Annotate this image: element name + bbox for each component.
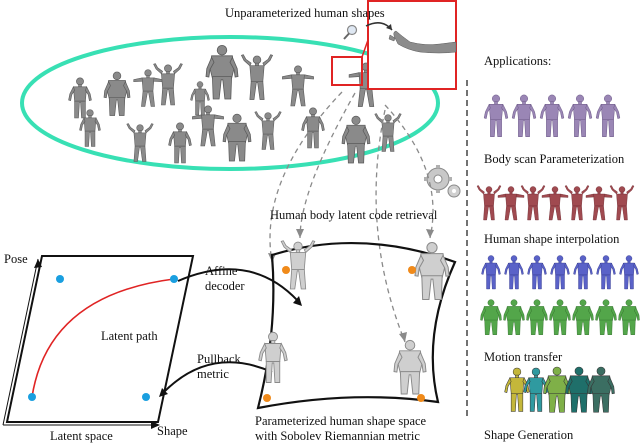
zoomed-arm-detail bbox=[388, 30, 457, 54]
scan-parameterization-bodies bbox=[483, 94, 621, 138]
application-label-generation: Shape Generation bbox=[484, 428, 574, 442]
affine-decoder-label: Affine decoder bbox=[205, 264, 245, 293]
shape-collection-ellipse bbox=[20, 35, 440, 171]
shape-point-markers bbox=[263, 266, 425, 402]
pullback-metric-label: Pullback metric bbox=[197, 352, 241, 381]
gear-icon bbox=[424, 165, 461, 198]
application-label-scan: Body scan Parameterization bbox=[484, 152, 625, 166]
parameterized-space-label: Parameterized human shape space with Sob… bbox=[255, 414, 427, 443]
retrieval-label: Human body latent code retrieval bbox=[270, 208, 438, 222]
affine-decoder-arrow bbox=[177, 268, 299, 302]
shape-interpolation-bodies bbox=[476, 185, 635, 221]
motion-transfer-bodies-top bbox=[481, 255, 639, 290]
shape-axis-label: Shape bbox=[157, 424, 188, 438]
latent-space-parallelogram bbox=[5, 255, 195, 423]
latent-path-label: Latent path bbox=[101, 329, 158, 343]
unparameterized-shapes-label: Unparameterized human shapes bbox=[225, 6, 385, 20]
highlight-small-box bbox=[331, 56, 363, 86]
pullback-metric-arrow bbox=[162, 361, 273, 394]
unparameterized-body-group bbox=[67, 44, 402, 164]
pose-axis-label: Pose bbox=[4, 252, 28, 266]
magnifier-icon bbox=[343, 24, 358, 40]
parameterized-body-group bbox=[258, 239, 450, 395]
motion-transfer-bodies-bottom bbox=[479, 299, 640, 336]
applications-title: Applications: bbox=[484, 54, 552, 68]
application-label-interpolation: Human shape interpolation bbox=[484, 232, 620, 246]
latent-space-label: Latent space bbox=[50, 429, 113, 443]
zoom-connector bbox=[361, 39, 369, 58]
retrieval-dashed-arrows bbox=[269, 91, 434, 343]
application-label-motion: Motion transfer bbox=[484, 350, 563, 364]
latent-point-markers bbox=[28, 275, 178, 401]
latent-path-curve bbox=[31, 278, 175, 398]
shape-generation-bodies bbox=[503, 366, 616, 413]
